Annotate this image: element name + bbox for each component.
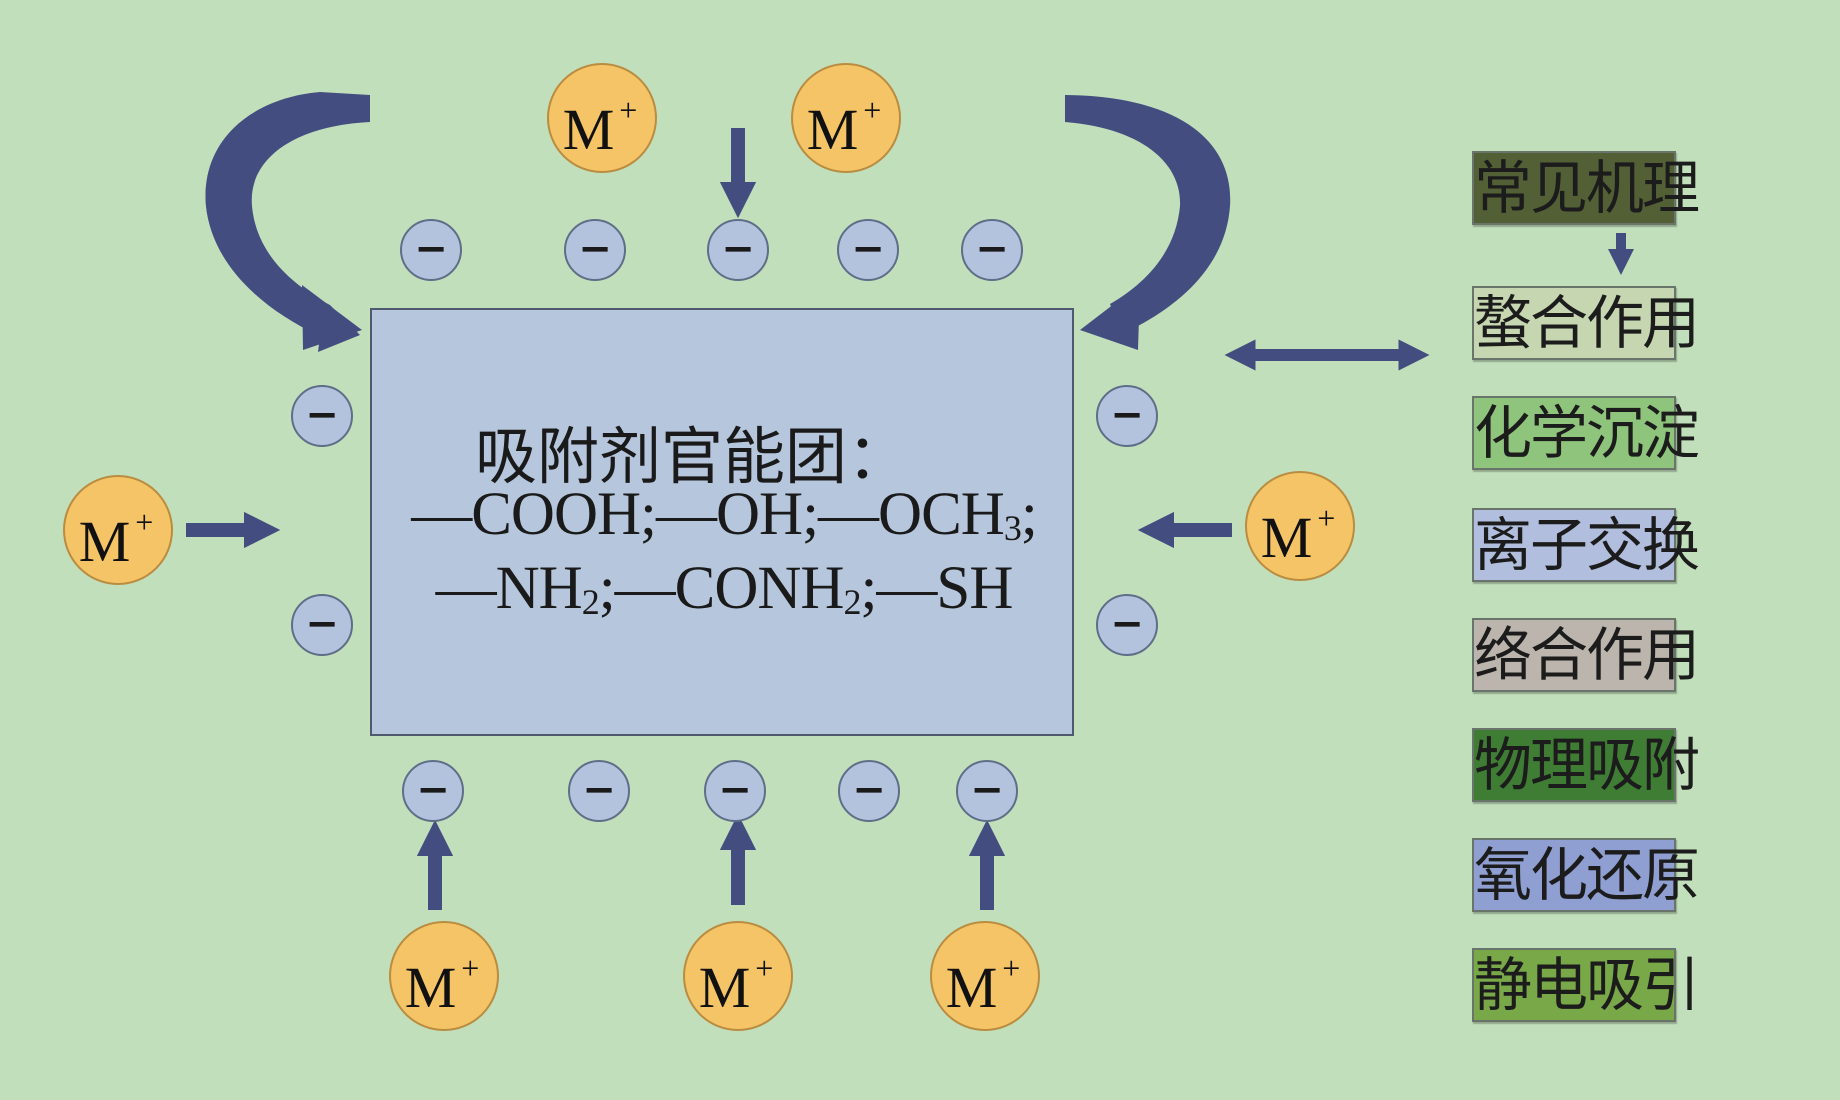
mechanism-item: 静电吸引 [1472, 948, 1700, 1022]
mechanism-item: 化学沉淀 [1472, 396, 1700, 470]
curved-arrow-top-right-body [1065, 95, 1231, 334]
metal-ion: M+ [389, 921, 499, 1031]
metal-ion: M+ [1245, 471, 1355, 581]
metal-ion: M+ [791, 63, 901, 173]
functional-groups-line-1: —COOH;—OH;—OCH3; [411, 481, 1038, 548]
mechanism-item: 物理吸附 [1472, 728, 1700, 802]
metal-ion: M+ [63, 475, 173, 585]
negative-site: − [564, 219, 626, 281]
negative-site: − [291, 594, 353, 656]
curved-arrow-top-left-head [302, 285, 362, 350]
mechanism-item: 螯合作用 [1472, 286, 1700, 360]
negative-site: − [568, 760, 630, 822]
adsorbent-title: 吸附剂官能团： [474, 424, 909, 492]
negative-site: − [291, 385, 353, 447]
curved-arrow-top-left-body [205, 95, 370, 336]
negative-site: − [402, 760, 464, 822]
mechanism-header: 常见机理 [1472, 151, 1700, 225]
negative-site: − [707, 219, 769, 281]
negative-site: − [837, 219, 899, 281]
negative-site: − [838, 760, 900, 822]
metal-ion: M+ [683, 921, 793, 1031]
negative-site: − [956, 760, 1018, 822]
negative-site: − [704, 760, 766, 822]
negative-site: − [1096, 594, 1158, 656]
negative-site: − [400, 219, 462, 281]
mechanism-item: 络合作用 [1472, 618, 1700, 692]
metal-ion: M+ [930, 921, 1040, 1031]
negative-site: − [1096, 385, 1158, 447]
mechanism-item: 氧化还原 [1472, 838, 1700, 912]
functional-groups-line-2: —NH2;—CONH2;—SH [435, 555, 1014, 622]
adsorbent-box: 吸附剂官能团： —COOH;—OH;—OCH3; —NH2;—CONH2;—SH [370, 308, 1074, 736]
metal-ion: M+ [547, 63, 657, 173]
mechanism-item: 离子交换 [1472, 508, 1700, 582]
negative-site: − [961, 219, 1023, 281]
curved-arrow-top-right-head [1080, 284, 1140, 350]
